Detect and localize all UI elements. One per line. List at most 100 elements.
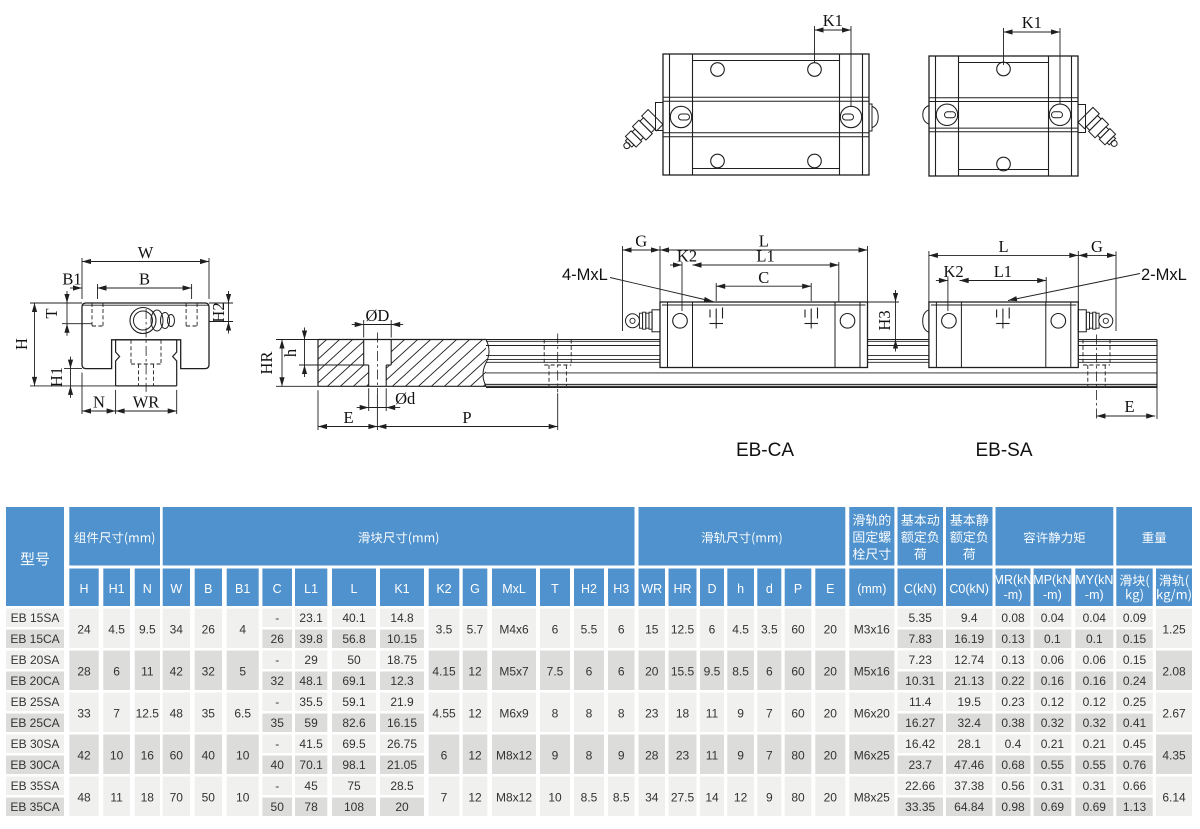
svg-text:0.4: 0.4 — [1005, 737, 1022, 751]
svg-text:EB 15CA: EB 15CA — [10, 632, 59, 646]
svg-text:0.1: 0.1 — [1044, 632, 1061, 646]
svg-text:50: 50 — [347, 653, 361, 667]
svg-text:G: G — [1091, 237, 1103, 256]
svg-text:0.56: 0.56 — [1001, 779, 1025, 793]
svg-text:70.1: 70.1 — [299, 758, 323, 772]
svg-text:K2: K2 — [677, 247, 697, 266]
svg-text:3.5: 3.5 — [436, 623, 453, 637]
svg-text:12: 12 — [468, 707, 482, 721]
svg-text:0.32: 0.32 — [1083, 716, 1107, 730]
svg-text:9.4: 9.4 — [961, 611, 978, 625]
svg-text:G: G — [635, 232, 647, 251]
svg-text:21.05: 21.05 — [387, 758, 417, 772]
svg-text:4.5: 4.5 — [108, 623, 125, 637]
svg-text:8: 8 — [586, 707, 593, 721]
svg-text:T: T — [551, 582, 559, 596]
svg-text:34: 34 — [170, 623, 184, 637]
svg-text:N: N — [93, 393, 105, 412]
svg-text:Ød: Ød — [395, 389, 416, 408]
svg-text:4.55: 4.55 — [432, 707, 456, 721]
svg-text:6: 6 — [586, 665, 593, 679]
svg-text:M8x12: M8x12 — [496, 791, 532, 805]
svg-text:29: 29 — [304, 653, 318, 667]
svg-text:0.21: 0.21 — [1083, 737, 1107, 751]
svg-text:0.25: 0.25 — [1123, 695, 1147, 709]
svg-text:MP(kN: MP(kN — [1033, 573, 1071, 587]
svg-text:-: - — [275, 653, 279, 667]
svg-text:12: 12 — [468, 665, 482, 679]
svg-text:0.12: 0.12 — [1041, 695, 1065, 709]
svg-text:-: - — [275, 611, 279, 625]
svg-text:5: 5 — [239, 665, 246, 679]
svg-text:L: L — [999, 237, 1009, 256]
svg-text:60: 60 — [791, 665, 805, 679]
svg-text:T: T — [42, 308, 61, 318]
svg-text:9: 9 — [766, 791, 773, 805]
svg-text:5.5: 5.5 — [581, 623, 598, 637]
svg-text:H2: H2 — [209, 302, 228, 322]
svg-text:8: 8 — [618, 707, 625, 721]
svg-text:0.08: 0.08 — [1001, 611, 1025, 625]
svg-text:59.1: 59.1 — [342, 695, 366, 709]
svg-text:-m): -m) — [1043, 588, 1062, 602]
svg-text:WR: WR — [133, 393, 160, 412]
svg-text:50: 50 — [202, 791, 216, 805]
svg-text:12.5: 12.5 — [136, 707, 160, 721]
svg-text:EB 15SA: EB 15SA — [11, 611, 60, 625]
svg-text:D: D — [707, 582, 716, 596]
svg-text:E: E — [1124, 397, 1134, 416]
svg-text:EB 30CA: EB 30CA — [10, 758, 59, 772]
svg-text:50: 50 — [271, 800, 285, 814]
svg-text:32: 32 — [271, 674, 285, 688]
svg-text:20: 20 — [645, 665, 659, 679]
svg-text:M4x6: M4x6 — [499, 623, 529, 637]
svg-text:82.6: 82.6 — [342, 716, 366, 730]
svg-text:8.5: 8.5 — [613, 791, 630, 805]
svg-text:20: 20 — [395, 800, 409, 814]
svg-text:9: 9 — [618, 749, 625, 763]
svg-text:3.5: 3.5 — [761, 623, 778, 637]
svg-text:80: 80 — [791, 791, 805, 805]
svg-text:9: 9 — [737, 749, 744, 763]
svg-text:K1: K1 — [1022, 13, 1042, 32]
svg-text:16.42: 16.42 — [905, 737, 935, 751]
svg-text:0.04: 0.04 — [1083, 611, 1107, 625]
svg-text:39.8: 39.8 — [299, 632, 323, 646]
svg-text:7.23: 7.23 — [909, 653, 933, 667]
svg-text:G: G — [470, 582, 480, 596]
svg-text:42: 42 — [77, 749, 91, 763]
svg-text:8.5: 8.5 — [732, 665, 749, 679]
svg-text:7: 7 — [766, 707, 773, 721]
svg-text:35.5: 35.5 — [299, 695, 323, 709]
svg-text:0.16: 0.16 — [1083, 674, 1107, 688]
svg-text:M8x25: M8x25 — [854, 791, 890, 805]
svg-text:32: 32 — [202, 665, 216, 679]
svg-text:18.75: 18.75 — [387, 653, 417, 667]
svg-text:11.4: 11.4 — [909, 695, 932, 709]
svg-text:6: 6 — [552, 623, 559, 637]
svg-text:0.31: 0.31 — [1083, 779, 1107, 793]
svg-text:28.1: 28.1 — [958, 737, 982, 751]
svg-text:9: 9 — [552, 749, 559, 763]
svg-text:4-MxL: 4-MxL — [562, 266, 608, 284]
svg-text:35: 35 — [202, 707, 216, 721]
svg-text:B: B — [139, 270, 150, 289]
svg-text:N: N — [143, 582, 152, 596]
svg-text:12: 12 — [734, 791, 748, 805]
svg-text:0.06: 0.06 — [1083, 653, 1107, 667]
svg-text:EB-CA: EB-CA — [736, 440, 794, 461]
svg-text:EB 20CA: EB 20CA — [10, 674, 59, 688]
svg-text:4.15: 4.15 — [432, 665, 456, 679]
svg-text:C(kN): C(kN) — [904, 582, 937, 596]
svg-text:40: 40 — [202, 749, 216, 763]
svg-text:EB-SA: EB-SA — [975, 440, 1032, 461]
svg-text:0.55: 0.55 — [1083, 758, 1107, 772]
svg-text:48.1: 48.1 — [299, 674, 323, 688]
svg-text:24: 24 — [77, 623, 91, 637]
svg-text:60: 60 — [791, 623, 805, 637]
svg-text:8: 8 — [552, 707, 559, 721]
svg-text:10: 10 — [236, 749, 250, 763]
svg-text:7.5: 7.5 — [547, 665, 564, 679]
svg-text:E: E — [343, 408, 353, 427]
svg-text:10.31: 10.31 — [905, 674, 935, 688]
